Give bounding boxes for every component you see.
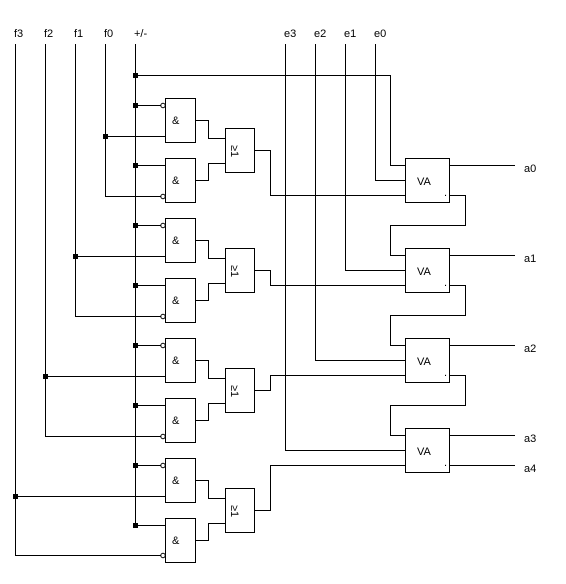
- wire-sign: [135, 44, 165, 526]
- wire-e0: [375, 44, 405, 181]
- inversion-bubbles: [160, 102, 166, 559]
- and-gate-1a-symbol: &: [172, 235, 180, 247]
- and-gate-3b-symbol: &: [172, 535, 180, 547]
- wire-and-to-or: [195, 120, 225, 541]
- label-f3: f3: [14, 28, 23, 40]
- or-gate-1-symbol: ≥1: [228, 265, 240, 277]
- adder-1-dot: .: [444, 277, 447, 289]
- label-e3: e3: [284, 28, 296, 40]
- or-gates: [225, 128, 255, 533]
- output-a3: a3: [524, 433, 536, 445]
- wire-sign-taps: [135, 105, 165, 466]
- label-f1: f1: [74, 28, 83, 40]
- wire-outputs: [450, 165, 515, 466]
- label-e2: e2: [314, 28, 326, 40]
- wire-e3: [285, 44, 405, 451]
- adder-3-label: VA: [417, 446, 432, 458]
- and-gate-2b-symbol: &: [172, 415, 180, 427]
- adder-1-label: VA: [417, 266, 432, 278]
- output-a1: a1: [524, 253, 536, 265]
- and-gate-0a-symbol: &: [172, 115, 180, 127]
- label-f0: f0: [104, 28, 113, 40]
- label-sign: +/-: [134, 28, 147, 40]
- wire-f0: [105, 44, 165, 197]
- output-a0: a0: [524, 163, 536, 175]
- wire-sign-to-va0: [135, 75, 405, 166]
- label-e0: e0: [374, 28, 386, 40]
- and-gate-2a-symbol: &: [172, 355, 180, 367]
- junction-dots: [13, 73, 138, 528]
- adder-0-dot: .: [444, 187, 447, 199]
- wire-f1: [75, 44, 165, 317]
- wire-f3: [15, 44, 165, 556]
- or-gate-0-symbol: ≥1: [228, 145, 240, 157]
- or-gate-2-symbol: ≥1: [228, 385, 240, 397]
- and-gate-0b-symbol: &: [172, 175, 180, 187]
- adder-2-dot: .: [444, 367, 447, 379]
- adder-3-dot: .: [444, 457, 447, 469]
- and-gate-3a-symbol: &: [172, 475, 180, 487]
- output-a4: a4: [524, 463, 536, 475]
- adder-blocks: [405, 158, 450, 473]
- and-gates: [165, 98, 196, 563]
- output-a2: a2: [524, 343, 536, 355]
- and-gate-1b-symbol: &: [172, 295, 180, 307]
- wire-f2: [45, 44, 165, 437]
- or-gate-3-symbol: ≥1: [228, 505, 240, 517]
- wire-e1: [345, 44, 405, 271]
- label-f2: f2: [44, 28, 53, 40]
- wire-or-to-va: [254, 150, 405, 511]
- wire-e2: [315, 44, 405, 361]
- label-e1: e1: [344, 28, 356, 40]
- adder-2-label: VA: [417, 356, 432, 368]
- wire-carry-chain: [390, 195, 466, 436]
- adder-0-label: VA: [417, 176, 432, 188]
